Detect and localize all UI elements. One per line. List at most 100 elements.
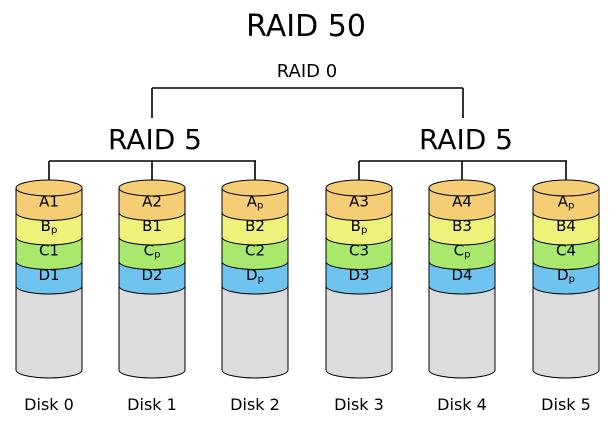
block-band-row_a bbox=[15, 187, 83, 221]
disk-top-cap bbox=[325, 179, 393, 197]
block-label: B3 bbox=[452, 217, 472, 235]
block-label-parity: p bbox=[154, 250, 160, 261]
block-label: Bp bbox=[41, 217, 58, 236]
block-label: D1 bbox=[38, 266, 59, 284]
block-label-main: A bbox=[247, 193, 258, 211]
block-label: A4 bbox=[452, 193, 472, 211]
disk-body bbox=[532, 285, 600, 379]
disk-label: Disk 0 bbox=[24, 395, 74, 414]
block-label: B4 bbox=[556, 217, 576, 235]
block-label-main: C4 bbox=[556, 242, 576, 260]
block-band-row_d bbox=[15, 261, 83, 295]
disk-label: Disk 1 bbox=[127, 395, 177, 414]
raid5-group-label-right: RAID 5 bbox=[419, 123, 513, 156]
block-band-row_d bbox=[325, 261, 393, 295]
block-band-row_a bbox=[532, 187, 600, 221]
disk-body bbox=[325, 285, 393, 379]
disk-body bbox=[221, 285, 289, 379]
block-label-main: B1 bbox=[142, 217, 162, 235]
block-label-main: A bbox=[558, 193, 569, 211]
disk-body bbox=[428, 285, 496, 379]
block-band-row_c bbox=[532, 236, 600, 270]
block-band-row_c bbox=[118, 236, 186, 270]
block-label: Cp bbox=[144, 242, 161, 261]
diagram-title: RAID 50 bbox=[246, 9, 366, 44]
disk-body bbox=[118, 285, 186, 379]
block-label-main: A3 bbox=[349, 193, 369, 211]
block-label-main: D4 bbox=[451, 266, 472, 284]
block-band-row_a bbox=[325, 187, 393, 221]
block-label-parity: p bbox=[361, 225, 367, 236]
block-label-parity: p bbox=[257, 201, 263, 212]
connector-lines bbox=[48, 87, 567, 184]
block-band-row_b bbox=[15, 212, 83, 246]
block-label-main: D1 bbox=[38, 266, 59, 284]
block-label-main: C1 bbox=[39, 242, 59, 260]
block-label: D3 bbox=[348, 266, 369, 284]
raid5-group-label-left: RAID 5 bbox=[108, 123, 202, 156]
block-label-main: B3 bbox=[452, 217, 472, 235]
block-label: C1 bbox=[39, 242, 59, 260]
block-label-main: C bbox=[144, 242, 154, 260]
block-label: C4 bbox=[556, 242, 576, 260]
block-label-main: B4 bbox=[556, 217, 576, 235]
disk-label: Disk 2 bbox=[230, 395, 280, 414]
block-band-row_d bbox=[428, 261, 496, 295]
block-label: C3 bbox=[349, 242, 369, 260]
block-label: Cp bbox=[454, 242, 471, 261]
block-label-main: D3 bbox=[348, 266, 369, 284]
block-label-main: A4 bbox=[452, 193, 472, 211]
block-band-row_d bbox=[221, 261, 289, 295]
block-label: Bp bbox=[351, 217, 368, 236]
block-label-main: D2 bbox=[141, 266, 162, 284]
block-label: Dp bbox=[557, 266, 575, 285]
block-band-row_b bbox=[221, 212, 289, 246]
block-label-main: C bbox=[454, 242, 464, 260]
block-band-row_c bbox=[15, 236, 83, 270]
block-band-row_c bbox=[428, 236, 496, 270]
block-label-parity: p bbox=[464, 250, 470, 261]
block-label-main: C2 bbox=[245, 242, 265, 260]
block-band-row_c bbox=[221, 236, 289, 270]
block-label-parity: p bbox=[569, 274, 575, 285]
block-band-row_b bbox=[428, 212, 496, 246]
block-label-main: A1 bbox=[39, 193, 59, 211]
block-label: B2 bbox=[245, 217, 265, 235]
block-band-row_a bbox=[221, 187, 289, 221]
block-label-main: B bbox=[351, 217, 361, 235]
block-band-row_b bbox=[118, 212, 186, 246]
block-label: C2 bbox=[245, 242, 265, 260]
raid0-label: RAID 0 bbox=[277, 61, 337, 82]
disk-top-cap bbox=[221, 179, 289, 197]
disk-top-cap bbox=[428, 179, 496, 197]
disk-label: Disk 3 bbox=[334, 395, 384, 414]
block-label-parity: p bbox=[51, 225, 57, 236]
disk-top-cap bbox=[118, 179, 186, 197]
block-label: A1 bbox=[39, 193, 59, 211]
block-label: Dp bbox=[246, 266, 264, 285]
block-label-parity: p bbox=[568, 201, 574, 212]
block-label: D2 bbox=[141, 266, 162, 284]
disk-top-cap bbox=[532, 179, 600, 197]
block-label: D4 bbox=[451, 266, 472, 284]
block-label: Ap bbox=[247, 193, 264, 212]
block-label: A3 bbox=[349, 193, 369, 211]
disk-body bbox=[15, 285, 83, 379]
block-band-row_a bbox=[428, 187, 496, 221]
block-label-main: D bbox=[557, 266, 569, 284]
block-label: A2 bbox=[142, 193, 162, 211]
block-label-main: A2 bbox=[142, 193, 162, 211]
disk-label: Disk 4 bbox=[437, 395, 487, 414]
block-band-row_c bbox=[325, 236, 393, 270]
block-label-main: B bbox=[41, 217, 51, 235]
block-label: B1 bbox=[142, 217, 162, 235]
